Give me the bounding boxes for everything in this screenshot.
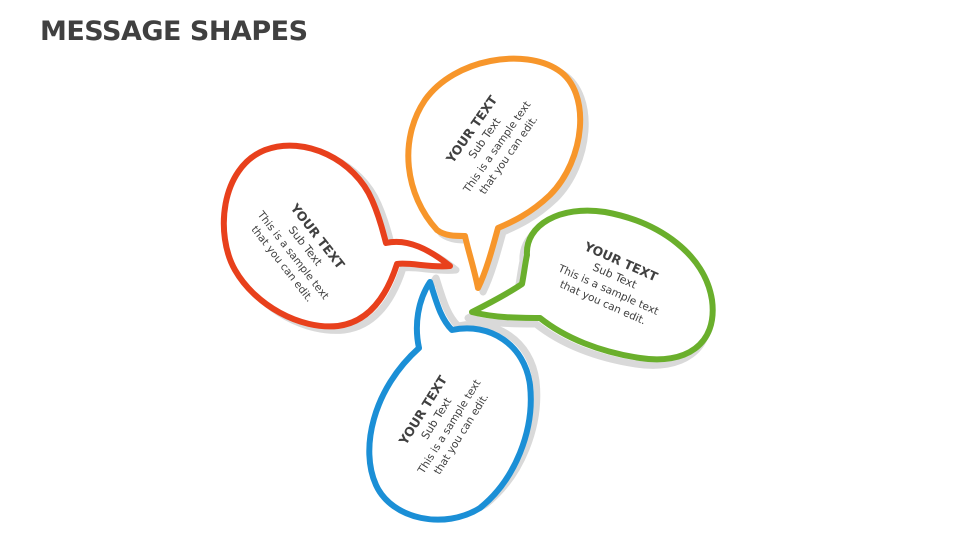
orange-speech-bubble [405,55,589,296]
blue-speech-bubble [366,274,541,523]
red-speech-bubble [220,142,460,334]
page-title: MESSAGE SHAPES [40,16,308,47]
green-speech-bubble [464,207,716,369]
